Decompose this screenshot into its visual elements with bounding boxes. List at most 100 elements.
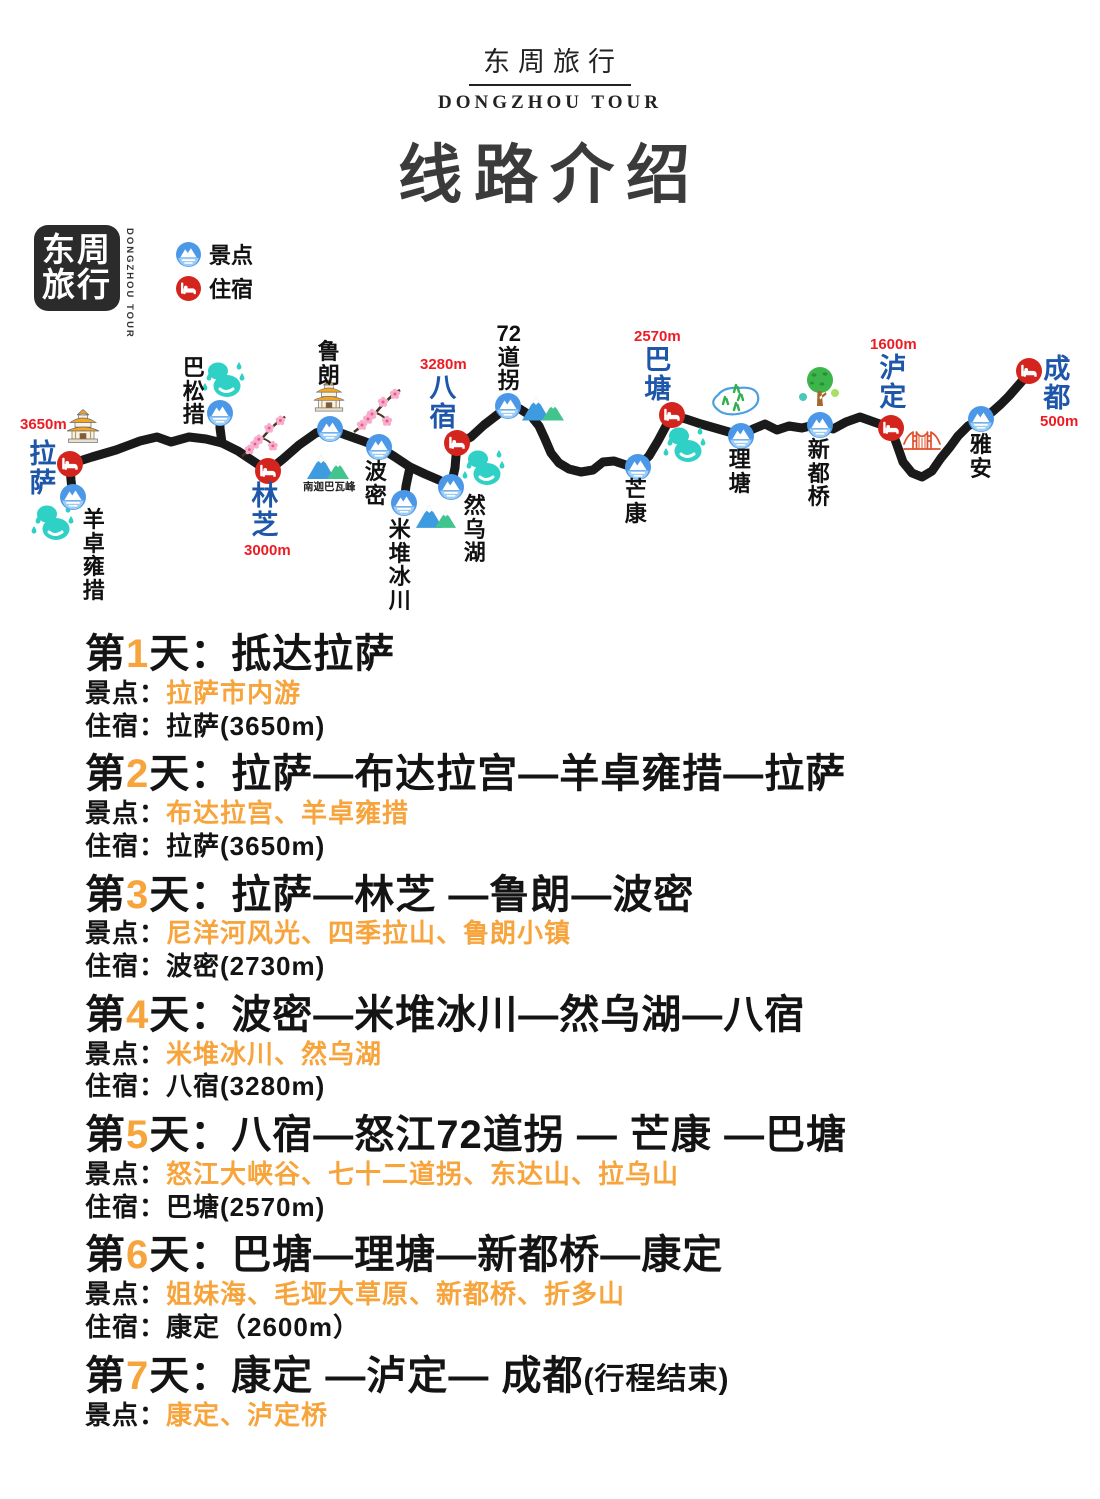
day-6-scenic: 景点：姐妹海、毛垭大草原、新都桥、折多山: [85, 1279, 626, 1310]
day-number: 2: [126, 752, 150, 797]
day-2-title: 第2天：拉萨—布达拉宫—羊卓雍措—拉萨: [85, 752, 847, 797]
lake-icon: [663, 425, 707, 467]
poi-label-basum: 巴松措: [182, 355, 205, 428]
route-map: 东周 旅行 DONGZHOU TOUR 景点 住宿: [0, 210, 1100, 640]
mountains-icon: [521, 390, 565, 423]
legend-lodging-label: 住宿: [209, 277, 254, 302]
day-7-title: 第7天：康定 —泸定— 成都(行程结束): [85, 1353, 730, 1398]
day-3-scenic: 景点：尼洋河风光、四季拉山、鲁朗小镇: [85, 918, 572, 949]
day-7-scenic: 景点：康定、泸定桥: [85, 1399, 329, 1430]
scenic-value: 拉萨市内游: [166, 677, 302, 708]
day-4-title: 第4天：波密—米堆冰川—然乌湖—八宿: [85, 992, 806, 1037]
altitude-label-luding: 1600m: [870, 336, 917, 353]
poi-label-mangkang: 芒康: [624, 477, 647, 526]
day-5-title: 第5天：八宿—怒江72道拐 — 芒康 —巴塘: [85, 1113, 848, 1158]
city-label-luding: 泸定: [879, 353, 907, 412]
day-number: 4: [126, 992, 150, 1037]
grassland-icon: [708, 382, 762, 420]
day-number: 6: [126, 1233, 150, 1278]
logo-line1: 东周: [42, 231, 112, 269]
lodging-value: 拉萨(3650m): [166, 830, 326, 861]
altitude-label-chengdu: 500m: [1040, 413, 1079, 430]
mountains-icon: [306, 450, 350, 480]
brand-name-en: DONGZHOU TOUR: [438, 92, 662, 113]
day-route: 康定 —泸定— 成都: [231, 1353, 584, 1398]
day-1-scenic: 景点：拉萨市内游: [85, 677, 302, 708]
scenic-marker-bomi: [366, 434, 392, 460]
poi-label-yaan: 雅安: [969, 432, 992, 481]
day-3-title: 第3天：拉萨—林芝 —鲁朗—波密: [85, 872, 695, 917]
lodging-value: 巴塘(2570m): [166, 1191, 326, 1222]
day-number: 1: [126, 632, 150, 676]
scenic-value: 布达拉宫、羊卓雍措: [166, 798, 410, 829]
altitude-label-batang: 2570m: [634, 328, 681, 345]
legend-scenic: 景点: [176, 238, 253, 270]
poi-label-midui: 米堆冰川: [388, 517, 411, 613]
lake-icon: [202, 360, 246, 402]
day-number: 5: [126, 1113, 150, 1158]
day-number: 7: [126, 1353, 150, 1398]
scenic-marker-litang: [728, 423, 754, 449]
scenic-marker-basum: [207, 400, 233, 426]
brand-logo: 东周 旅行: [34, 225, 120, 311]
mountains-icon: [415, 500, 457, 529]
scenic-value: 康定、泸定桥: [166, 1399, 329, 1430]
lodging-value: 拉萨(3650m): [166, 710, 326, 741]
poi-label-nanjiabawa: 南迦巴瓦峰: [303, 481, 356, 493]
poi-label-litang: 理塘: [728, 447, 751, 496]
lodging-icon: [176, 276, 201, 301]
lodging-value: 八宿(3280m): [166, 1071, 326, 1102]
logo-side-text: DONGZHOU TOUR: [124, 228, 135, 339]
temple-icon: [63, 408, 103, 445]
city-label-lhasa: 拉萨: [29, 439, 57, 498]
poi-label-72bends: 72道拐: [496, 321, 521, 394]
itinerary: 第1天：抵达拉萨 景点：拉萨市内游 住宿：拉萨(3650m) 第2天：拉萨—布达…: [85, 632, 1065, 1441]
poi-label-ranwu: 然乌湖: [463, 493, 486, 566]
scenic-value: 姐妹海、毛垭大草原、新都桥、折多山: [166, 1279, 626, 1310]
city-label-linzhi: 林芝: [251, 481, 279, 540]
poi-label-yamdrok: 羊卓雍措: [82, 507, 105, 603]
day-2-block: 第2天：拉萨—布达拉宫—羊卓雍措—拉萨 景点：布达拉宫、羊卓雍措 住宿：拉萨(3…: [85, 752, 1065, 862]
day-6-title: 第6天：巴塘—理塘—新都桥—康定: [85, 1233, 724, 1278]
day-route-note: (行程结束): [583, 1362, 730, 1396]
city-label-basu: 八宿: [429, 373, 457, 432]
lodging-marker-basu: [444, 430, 470, 456]
day-route: 八宿—怒江72道拐 — 芒康 —巴塘: [231, 1113, 848, 1158]
day-1-title: 第1天：抵达拉萨: [85, 632, 396, 676]
blossom-branch-icon: [240, 413, 287, 460]
day-4-block: 第4天：波密—米堆冰川—然乌湖—八宿 景点：米堆冰川、然乌湖 住宿：八宿(328…: [85, 993, 1065, 1103]
logo-line2: 旅行: [42, 266, 112, 303]
lodging-marker-chengdu: [1016, 358, 1042, 384]
day-number: 3: [126, 872, 150, 917]
day-3-lodging: 住宿：波密(2730m): [85, 951, 326, 982]
day-6-lodging: 住宿：康定（2600m）: [85, 1312, 360, 1343]
city-label-batang: 巴塘: [644, 345, 672, 404]
day-5-block: 第5天：八宿—怒江72道拐 — 芒康 —巴塘 景点：怒江大峡谷、七十二道拐、东达…: [85, 1113, 1065, 1223]
city-label-chengdu: 成都: [1043, 354, 1071, 413]
day-1-block: 第1天：抵达拉萨 景点：拉萨市内游 住宿：拉萨(3650m): [85, 632, 1065, 742]
scenic-marker-xinduqiao: [807, 412, 833, 438]
day-route: 巴塘—理塘—新都桥—康定: [231, 1233, 724, 1278]
day-6-block: 第6天：巴塘—理塘—新都桥—康定 景点：姐妹海、毛垭大草原、新都桥、折多山 住宿…: [85, 1233, 1065, 1343]
legend-scenic-label: 景点: [209, 243, 254, 268]
scenic-icon: [176, 242, 201, 267]
lodging-value: 波密(2730m): [166, 951, 326, 982]
day-4-lodging: 住宿：八宿(3280m): [85, 1071, 326, 1102]
day-route: 拉萨—布达拉宫—羊卓雍措—拉萨: [231, 752, 847, 797]
lodging-marker-batang: [659, 402, 685, 428]
altitude-label-lhasa: 3650m: [20, 416, 67, 433]
day-3-block: 第3天：拉萨—林芝 —鲁朗—波密 景点：尼洋河风光、四季拉山、鲁朗小镇 住宿：波…: [85, 873, 1065, 983]
day-route: 拉萨—林芝 —鲁朗—波密: [231, 872, 695, 917]
day-7-block: 第7天：康定 —泸定— 成都(行程结束) 景点：康定、泸定桥: [85, 1354, 1065, 1432]
scenic-marker-lulang: [317, 416, 343, 442]
legend-lodging: 住宿: [176, 272, 253, 304]
altitude-label-basu: 3280m: [420, 356, 467, 373]
scenic-value: 怒江大峡谷、七十二道拐、东达山、拉乌山: [166, 1158, 680, 1189]
route-main-path: [65, 366, 1034, 491]
day-2-lodging: 住宿：拉萨(3650m): [85, 830, 326, 861]
day-route: 抵达拉萨: [231, 632, 396, 676]
brand-name-cn: 东周旅行: [469, 40, 631, 86]
blossom-branch-icon: [352, 386, 402, 436]
poi-label-bomi: 波密: [364, 459, 387, 508]
